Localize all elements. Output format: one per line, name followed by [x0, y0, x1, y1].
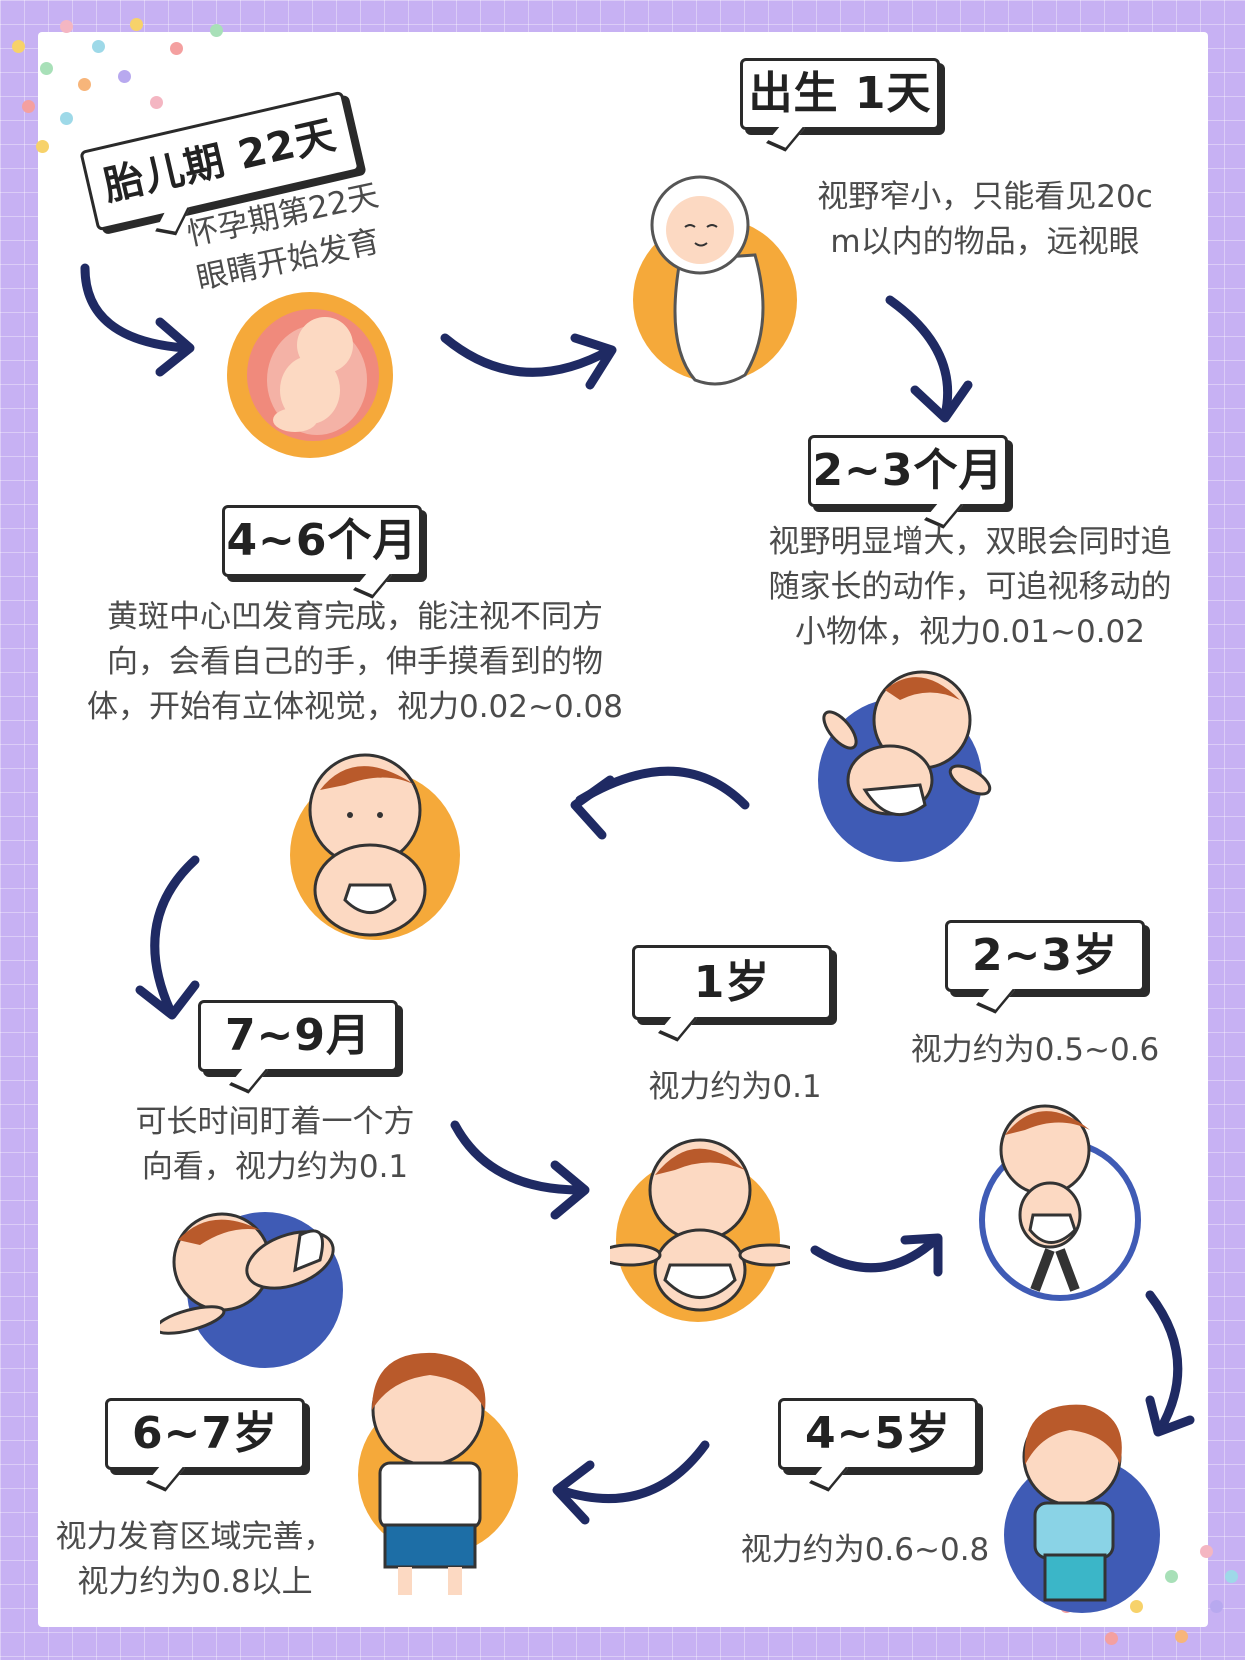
stage-label-2-3-months-text: 2~3个月: [812, 445, 1004, 496]
arrow-5-icon: [135, 855, 200, 1020]
baby-4-6-months-illustration: [290, 753, 460, 940]
desc-line: 视野窄小，只能看见20c: [817, 179, 1153, 215]
desc-line: 随家长的动作，可追视移动的: [768, 569, 1172, 605]
arrow-2-icon: [440, 333, 617, 390]
arrow-9-icon: [552, 1440, 710, 1525]
fetus-illustration: [227, 292, 393, 458]
desc-line: 视力约为0.8以上: [77, 1564, 313, 1600]
stage-desc-birth: 视野窄小，只能看见20c m以内的物品，远视眼: [790, 175, 1180, 265]
stage-label-4-6-months-text: 4~6个月: [226, 515, 418, 566]
arrow-8-icon: [1145, 1290, 1195, 1437]
child-2-3-years-illustration: [979, 1104, 1141, 1301]
desc-line: 视力约为0.5~0.6: [910, 1032, 1160, 1068]
baby-1-year-illustration: [610, 1138, 790, 1322]
stage-desc-2-3-years: 视力约为0.5~0.6: [900, 1028, 1170, 1073]
stage-label-2-3-years: 2~3岁: [945, 920, 1145, 1014]
arrow-3-icon: [885, 295, 973, 423]
desc-line: 可长时间盯着一个方: [135, 1104, 415, 1140]
stage-desc-6-7-years: 视力发育区域完善， 视力约为0.8以上: [40, 1515, 350, 1605]
desc-line: 体，开始有立体视觉，视力0.02~0.08: [86, 689, 624, 725]
stage-label-4-6-months: 4~6个月: [222, 505, 422, 599]
desc-line: 向看，视力约为0.1: [141, 1149, 409, 1185]
stage-label-4-5-years: 4~5岁: [778, 1398, 978, 1492]
desc-line: 视野明显增大，双眼会同时追: [768, 524, 1172, 560]
content-card: [38, 32, 1208, 1627]
stage-label-birth-text: 出生 1天: [748, 68, 932, 119]
child-6-7-years-illustration: [358, 1352, 518, 1595]
stage-label-7-9-months-text: 7~9月: [224, 1010, 372, 1061]
stage-label-1-year-text: 1岁: [693, 956, 771, 1008]
baby-7-9-months-illustration: [160, 1212, 343, 1368]
desc-line: 黄斑中心凹发育完成，能注视不同方: [107, 599, 603, 635]
stage-desc-7-9-months: 可长时间盯着一个方 向看，视力约为0.1: [105, 1100, 445, 1190]
stage-desc-4-6-months: 黄斑中心凹发育完成，能注视不同方 向，会看自己的手，伸手摸看到的物 体，开始有立…: [55, 595, 655, 730]
stage-desc-2-3-months: 视野明显增大，双眼会同时追 随家长的动作，可追视移动的 小物体，视力0.01~0…: [735, 520, 1205, 655]
newborn-illustration: [633, 175, 797, 386]
baby-2-3-months-illustration: [818, 670, 992, 862]
stage-desc-4-5-years: 视力约为0.6~0.8: [730, 1528, 1000, 1573]
arrow-1-icon: [80, 263, 195, 377]
desc-line: m以内的物品，远视眼: [830, 224, 1140, 260]
desc-line: 小物体，视力0.01~0.02: [794, 614, 1146, 650]
stage-label-4-5-years-text: 4~5岁: [804, 1408, 952, 1459]
desc-line: 向，会看自己的手，伸手摸看到的物: [107, 644, 603, 680]
arrow-4-icon: [570, 766, 750, 840]
stage-label-6-7-years: 6~7岁: [105, 1398, 305, 1492]
stage-label-2-3-years-text: 2~3岁: [971, 930, 1119, 981]
stage-label-2-3-months: 2~3个月: [808, 435, 1008, 529]
stage-label-7-9-months: 7~9月: [198, 1000, 398, 1094]
arrow-6-icon: [450, 1120, 590, 1220]
desc-line: 视力约为0.6~0.8: [740, 1532, 990, 1568]
child-4-5-years-illustration: [1004, 1404, 1160, 1613]
stage-label-birth: 出生 1天: [740, 58, 940, 152]
arrow-7-icon: [810, 1233, 943, 1277]
stage-desc-1-year: 视力约为0.1: [625, 1065, 845, 1110]
desc-line: 视力约为0.1: [648, 1069, 822, 1105]
desc-line: 视力发育区域完善，: [55, 1519, 335, 1555]
stage-label-1-year: 1岁: [632, 945, 832, 1042]
stage-label-6-7-years-text: 6~7岁: [131, 1408, 279, 1459]
